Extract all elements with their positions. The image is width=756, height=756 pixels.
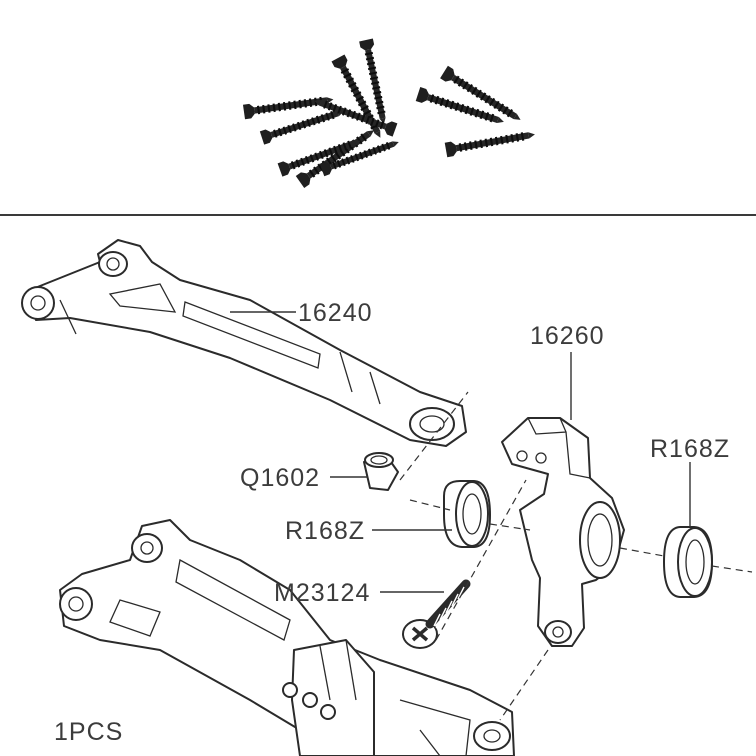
bearing-right-part <box>663 526 713 598</box>
axis-line <box>399 391 469 481</box>
screws-photo <box>0 0 756 214</box>
knuckle-part <box>501 417 625 647</box>
part-label-r168z-left: R168Z <box>285 517 365 545</box>
part-label-16260: 16260 <box>530 322 605 350</box>
section-divider <box>0 214 756 216</box>
part-label-16240: 16240 <box>298 299 373 327</box>
part-label-m23124: M23124 <box>274 579 370 607</box>
part-label-r168z-right: R168Z <box>650 435 730 463</box>
pivot-ball-part <box>363 452 399 491</box>
lower-arm-part <box>59 519 515 756</box>
upper-arm-part <box>21 239 467 447</box>
part-label-q1602: Q1602 <box>240 464 320 492</box>
quantity-label: 1PCS <box>54 718 123 746</box>
bearing-left-part <box>443 479 491 548</box>
screw-part <box>402 579 471 649</box>
